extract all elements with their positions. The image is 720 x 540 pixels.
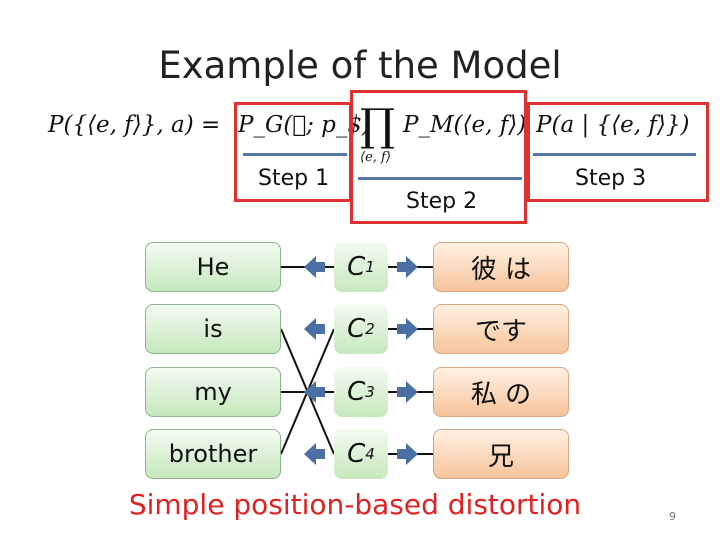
arrow-left-1 xyxy=(304,256,325,278)
step2-box xyxy=(350,90,527,224)
english-word-he: He xyxy=(145,242,281,292)
arrow-left-3 xyxy=(304,381,325,403)
english-word-brother: brother xyxy=(145,429,281,479)
concept-c2-sub: 2 xyxy=(365,320,375,338)
concept-c3-sub: 3 xyxy=(365,383,375,401)
step1-label: Step 1 xyxy=(258,166,330,191)
concept-c1-sub: 1 xyxy=(365,258,375,276)
formula-product-sub: ⟨e, f⟩ xyxy=(360,150,391,165)
arrow-right-3 xyxy=(397,381,418,403)
formula-term-pg: P_G(⃞; p_$) xyxy=(238,112,372,138)
distortion-caption: Simple position-based distortion xyxy=(128,488,582,521)
step2-underline xyxy=(358,177,522,180)
japanese-phrase-desu: です xyxy=(433,304,569,354)
arrow-left-4 xyxy=(304,443,325,465)
formula-lhs: P({⟨e, f⟩}, a) = xyxy=(48,112,221,138)
formula-term-alignment: P(a | {⟨e, f⟩}) xyxy=(536,112,690,138)
japanese-phrase-ani: 兄 xyxy=(433,429,569,479)
concept-c4-base: C xyxy=(347,439,366,469)
concept-c1-base: C xyxy=(347,252,366,282)
step3-label: Step 3 xyxy=(575,166,647,191)
step2-label: Step 2 xyxy=(406,189,478,214)
english-word-my: my xyxy=(145,367,281,417)
arrow-left-2 xyxy=(304,318,325,340)
arrow-right-2 xyxy=(397,318,418,340)
arrow-right-1 xyxy=(397,256,418,278)
step1-underline xyxy=(243,153,347,156)
japanese-phrase-watashi-no: 私 の xyxy=(433,367,569,417)
concept-c4-sub: 4 xyxy=(365,445,375,463)
japanese-phrase-kare-wa: 彼 は xyxy=(433,242,569,292)
formula-product: ∏ xyxy=(360,100,396,151)
step3-underline xyxy=(533,153,696,156)
formula-term-pm: P_M(⟨e, f⟩) xyxy=(403,112,527,138)
page-number: 9 xyxy=(669,510,676,523)
concept-c3-base: C xyxy=(347,377,366,407)
english-word-is: is xyxy=(145,304,281,354)
slide-title: Example of the Model xyxy=(158,44,562,87)
step3-box xyxy=(527,102,709,202)
arrow-right-4 xyxy=(397,443,418,465)
concept-c2-base: C xyxy=(347,314,366,344)
